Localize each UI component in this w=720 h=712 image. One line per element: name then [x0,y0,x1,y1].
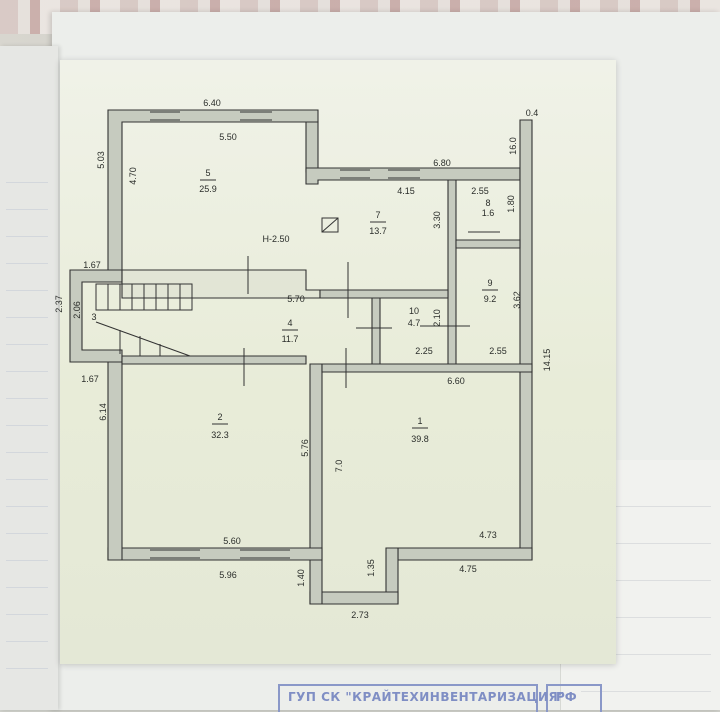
dim-niche-width: 2.73 [351,610,369,620]
stamp-org-text: ГУП СК "КРАЙТЕХИНВЕНТАРИЗАЦИЯ" [288,690,565,704]
room-8-number: 8 [485,198,490,208]
ceiling-height: H-2.50 [262,234,289,244]
dim-bottom-right-width: 4.75 [459,564,477,574]
room-7-area: 13.7 [369,226,387,236]
dim-room2-width: 5.60 [223,536,241,546]
room-5-number: 5 [205,168,210,178]
staircase [95,283,193,357]
room-9-number: 9 [487,278,492,288]
dim-room2-height: 5.76 [300,439,310,457]
dim-stairs-height: 2.37 [54,295,64,313]
room-8-area: 1.6 [482,208,495,218]
dim-niche-depth: 1.35 [366,559,376,577]
stamp-side-text: РФ [556,690,577,704]
room-10-number: 10 [409,306,419,316]
dim-top-left-width: 6.40 [203,98,221,108]
inventory-stamp: ГУП СК "КРАЙТЕХИНВЕНТАРИЗАЦИЯ" РФ [260,676,602,712]
dim-right-outer-height: 16.0 [508,137,518,155]
dim-room9-height: 3.62 [512,291,522,309]
room-4-number: 4 [287,318,292,328]
windows [150,111,420,559]
dim-room10-width: 2.25 [415,346,433,356]
dim-room1-width: 6.60 [447,376,465,386]
dim-stairs-inner: 2.06 [72,301,82,319]
dim-room7-height: 3.30 [432,211,442,229]
dim-room5-height: 4.70 [128,167,138,185]
dim-room8-width: 2.55 [471,186,489,196]
dim-left-step-lower: 1.67 [81,374,99,384]
dim-left-outer-height: 5.03 [96,151,106,169]
dim-right-outer-width: 0.4 [526,108,539,118]
chimney-mark [321,217,339,233]
dim-room1-height: 7.0 [334,460,344,473]
room-9-area: 9.2 [484,294,497,304]
dim-niche-left: 1.40 [296,569,306,587]
dim-room9-width: 2.55 [489,346,507,356]
dimension-labels: 6.40 5.50 5.03 4.70 6.80 0.4 16.0 4.15 3… [54,98,552,620]
dim-room10-height: 2.10 [432,309,442,327]
dim-room5-width: 5.50 [219,132,237,142]
room-labels: 5 25.9 H-2.50 7 13.7 8 1.6 9 9.2 10 4.7 … [91,168,498,444]
room-1-number: 1 [417,416,422,426]
dim-lower-left-height: 6.14 [98,403,108,421]
dim-left-step: 1.67 [83,260,101,270]
paper-sheet-left [0,46,58,710]
dim-bottom-left-width: 5.96 [219,570,237,580]
room-3-number: 3 [91,312,96,322]
room-7-number: 7 [375,210,380,220]
room-10-area: 4.7 [408,318,421,328]
room-1-area: 39.8 [411,434,429,444]
dim-top-right-width: 6.80 [433,158,451,168]
room-5-area: 25.9 [199,184,217,194]
room-2-area: 32.3 [211,430,229,440]
room-2-number: 2 [217,412,222,422]
dim-right-total-height: 14.15 [542,349,552,372]
dim-room7-width: 4.15 [397,186,415,196]
dim-room8-height: 1.80 [506,195,516,213]
walls [69,109,533,605]
dim-room1-inner-width: 4.73 [479,530,497,540]
room-4-area: 11.7 [282,334,299,344]
dim-hall-width: 5.70 [287,294,305,304]
